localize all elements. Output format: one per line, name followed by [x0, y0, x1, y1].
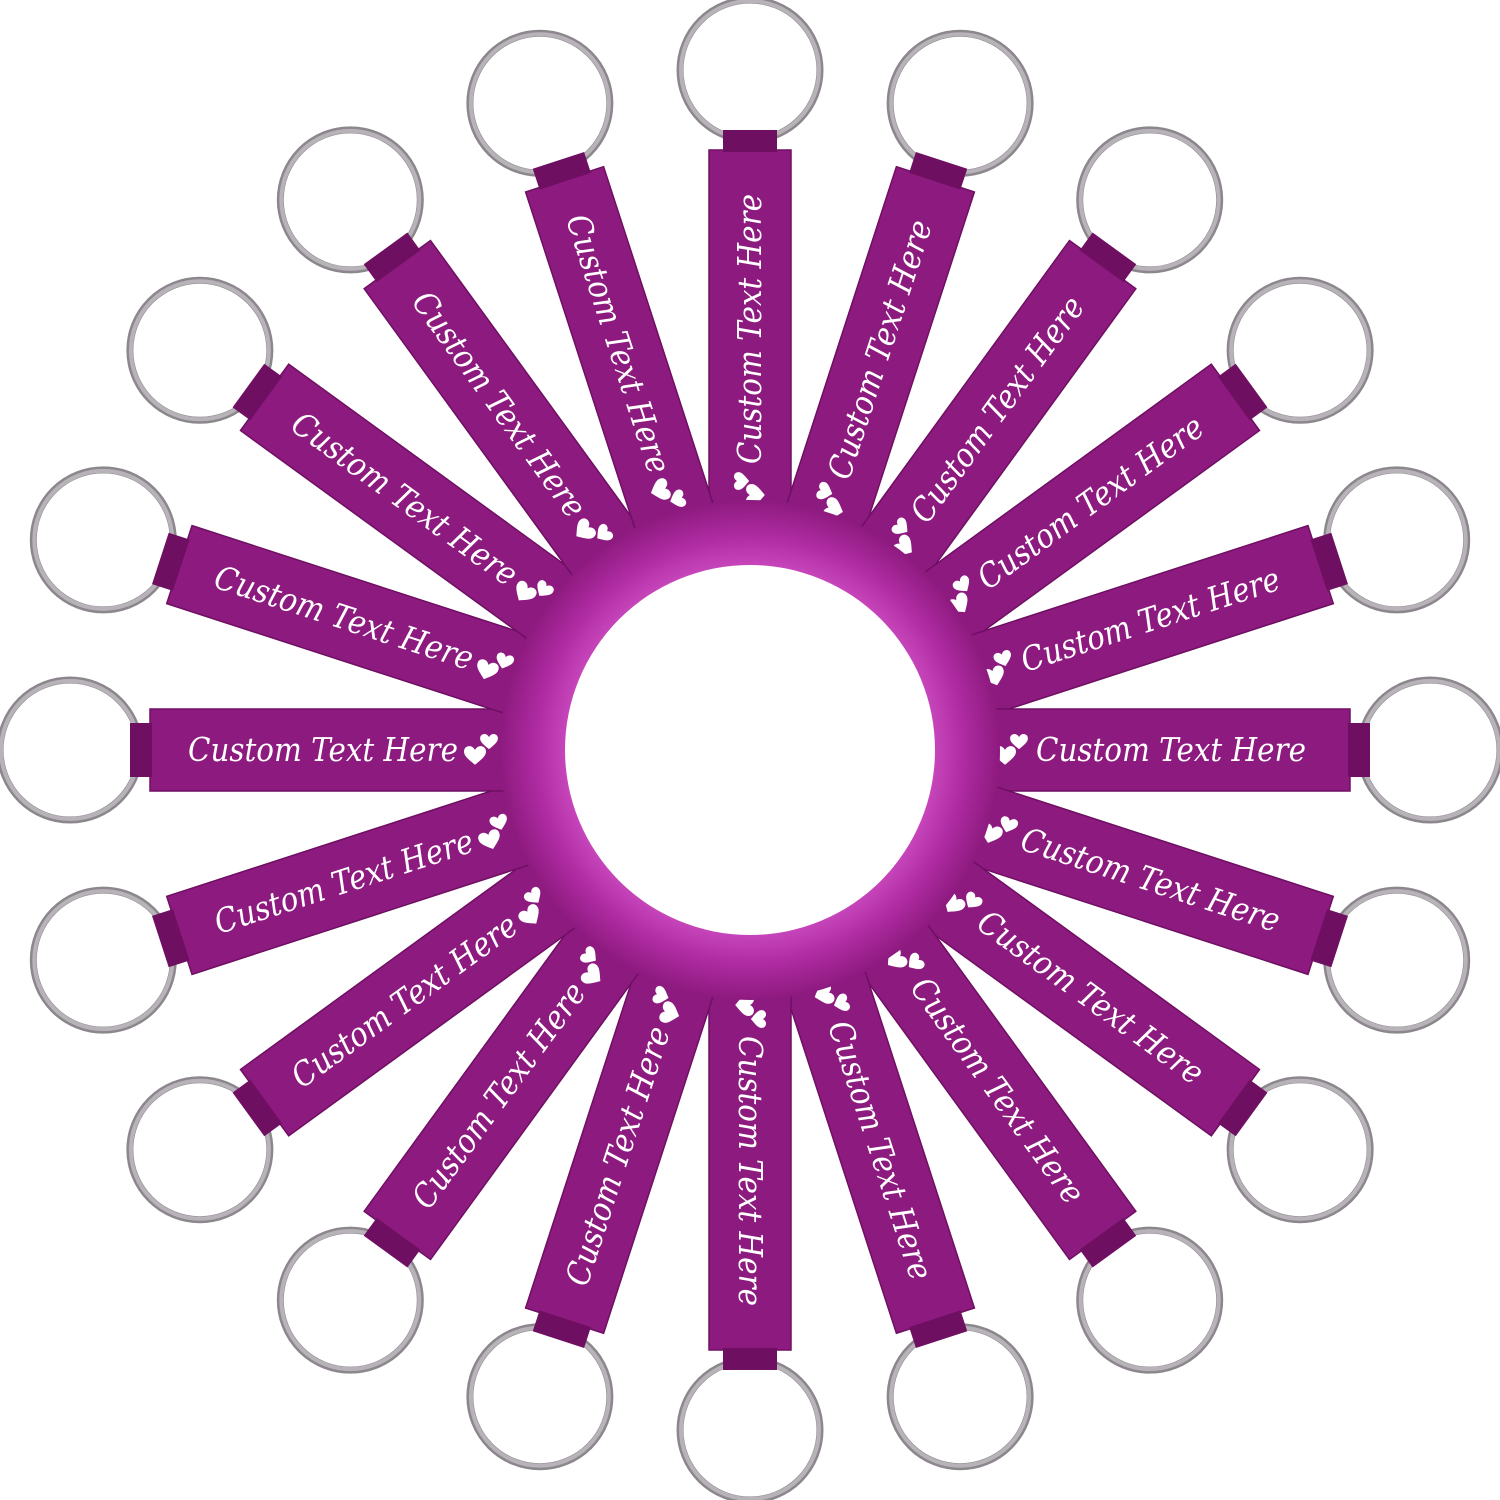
key-ring — [29, 886, 177, 1034]
key-ring — [276, 126, 424, 274]
tag-loop — [152, 909, 190, 968]
tag-loop — [1217, 363, 1268, 421]
key-ring — [0, 676, 144, 824]
key-ring — [1076, 1226, 1224, 1374]
tag-loop — [723, 1348, 777, 1370]
tag-loop — [909, 1310, 968, 1348]
key-ring — [1323, 466, 1471, 614]
tag-label: Custom Text Here — [1036, 730, 1306, 769]
key-ring — [1323, 886, 1471, 1034]
tag-loop — [130, 723, 152, 777]
tag-label: Custom Text Here — [188, 730, 458, 769]
key-ring — [676, 1356, 824, 1500]
keychain-tag: Custom Text Here — [708, 130, 792, 521]
tag-loop — [363, 1217, 421, 1268]
keychain-tag: Custom Text Here — [130, 708, 521, 792]
key-ring — [886, 1323, 1034, 1471]
tag-loop — [152, 532, 190, 591]
tag-loop — [232, 363, 283, 421]
key-ring — [126, 276, 274, 424]
key-ring — [886, 29, 1034, 177]
key-ring — [126, 1076, 274, 1224]
tag-loop — [1310, 532, 1348, 591]
key-ring — [1226, 1076, 1374, 1224]
tag-label: Custom Text Here — [730, 194, 769, 464]
keychain-tag: Custom Text Here — [979, 708, 1370, 792]
tag-loop — [363, 232, 421, 283]
key-ring — [466, 1323, 614, 1471]
key-ring — [29, 466, 177, 614]
key-ring — [1076, 126, 1224, 274]
keychain-tag: Custom Text Here — [708, 979, 792, 1370]
key-ring — [276, 1226, 424, 1374]
tag-loop — [909, 152, 968, 190]
key-ring — [1226, 276, 1374, 424]
tag-strap — [149, 708, 521, 792]
tag-loop — [1079, 1217, 1137, 1268]
key-ring — [466, 29, 614, 177]
tag-loop — [723, 130, 777, 152]
tag-loop — [532, 1310, 591, 1348]
tag-loop — [1079, 232, 1137, 283]
tag-loop — [532, 152, 591, 190]
tag-label: Custom Text Here — [731, 1036, 770, 1306]
tag-loop — [232, 1079, 283, 1137]
tag-loop — [1310, 909, 1348, 968]
tag-loop — [1217, 1079, 1268, 1137]
key-ring — [1356, 676, 1500, 824]
center-hole — [565, 565, 935, 935]
tag-loop — [1348, 723, 1370, 777]
key-ring — [676, 0, 824, 144]
tag-strap — [979, 708, 1351, 792]
